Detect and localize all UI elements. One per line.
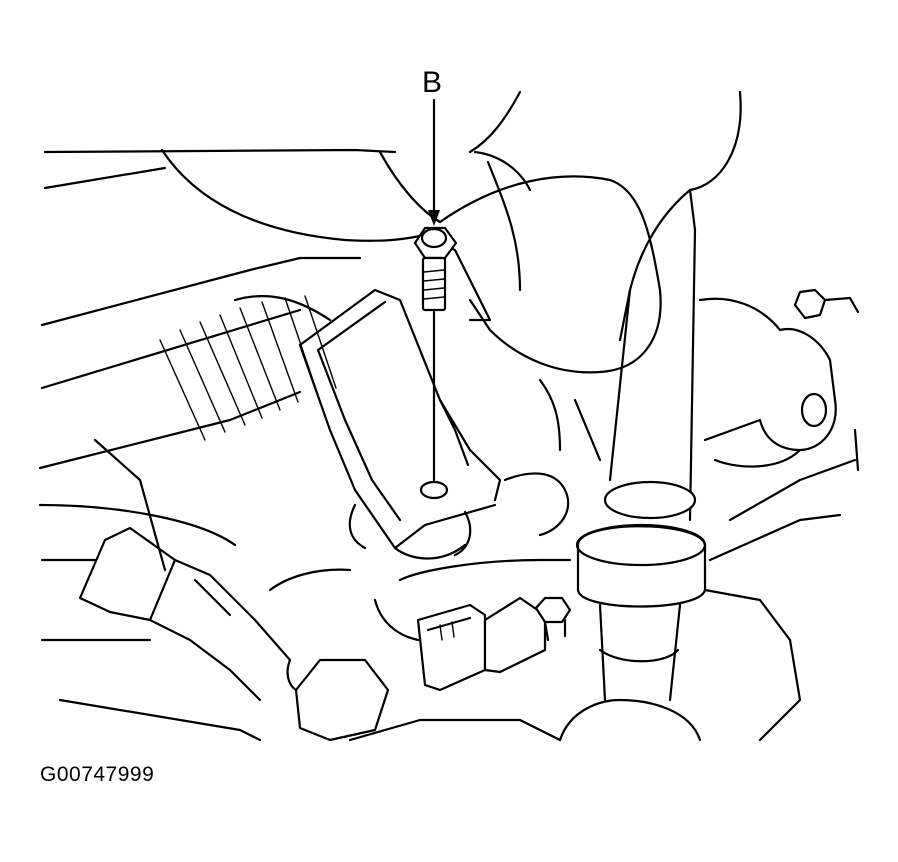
bracket	[298, 288, 502, 560]
cable-assembly	[40, 526, 390, 742]
figure-id: G00747999	[40, 763, 155, 786]
upper-housing	[40, 90, 742, 390]
main-housing	[418, 160, 692, 374]
background-contours	[268, 378, 602, 592]
heat-shield	[38, 294, 337, 572]
callout-label-b: B	[422, 66, 443, 99]
shift-linkage	[558, 188, 860, 742]
bolt-b	[413, 226, 458, 482]
sensor-connector	[348, 558, 572, 742]
callout-arrow	[428, 98, 440, 226]
